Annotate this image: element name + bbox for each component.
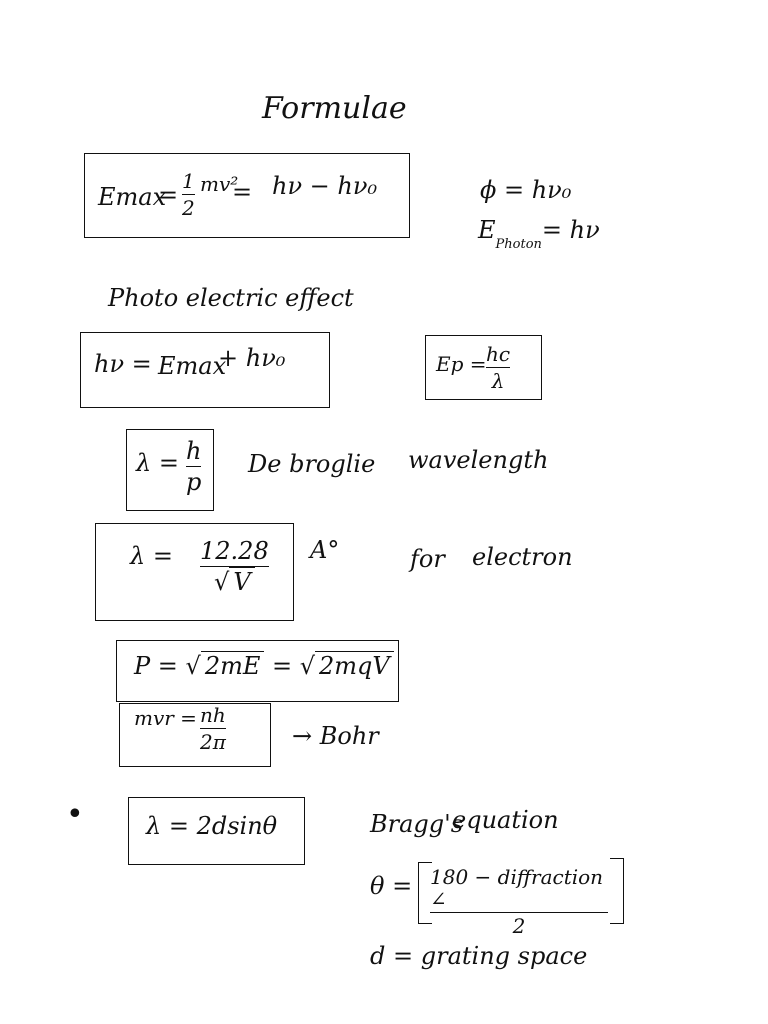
fraction-numerator: 1 [182,169,195,193]
de-broglie-lhs: λ = [136,449,179,477]
bullet-dot: • [66,797,84,832]
photon-energy-lhs: Ep = [436,352,487,376]
photoelectric-threshold: + hν₀ [218,344,286,372]
formula-box-bragg [128,797,305,865]
fraction-denominator: 2 [182,196,195,220]
hc-over-lambda: hc λ [486,342,511,393]
formula-box-photoelectric [80,332,330,408]
fraction-numerator: hc [486,342,511,366]
theta-fraction: 180 − diffraction ∠ 2 [430,866,608,937]
momentum-lhs: P = [134,652,178,680]
sqrt-argument: V [229,567,255,597]
fraction-bar [486,367,511,368]
bohr-label: → Bohr [292,722,379,750]
emax-label: Emax [98,183,167,211]
momentum-formula: P = √2mE = √2mqV [134,651,394,680]
right-bracket [610,858,624,924]
left-bracket [418,862,432,924]
fraction-denominator: √V [214,567,255,597]
photon-energy-rhs: = hν [541,216,600,244]
grating-space-note: d = grating space [370,942,588,970]
braggs-label: Bragg's [370,810,464,838]
equals-sign: = [158,181,179,209]
fraction-bar [430,912,608,913]
page-title: Formulae [262,91,407,126]
equation-label: equation [452,806,559,834]
fraction-numerator: h [186,437,202,465]
photoelectric-equation-lhs: hν = [94,350,152,378]
nh-over-2pi: nh 2π [200,704,226,753]
theta-lhs: θ = [370,872,413,900]
h-over-p: h p [186,437,202,497]
formula-box-de-broglie [126,429,214,511]
formula-box-bohr [119,703,271,767]
fraction-denominator: 2 [512,914,526,938]
fraction-numerator: nh [200,703,226,727]
photoelectric-heading: Photo electric effect [108,284,354,312]
photon-energy-difference: hν − hν₀ [272,172,378,200]
formula-box-emax [84,153,410,238]
equals-sign: = [232,178,253,206]
fraction-denominator: 2π [200,730,226,754]
fraction-denominator: p [186,468,202,497]
half-fraction: 1 2 [182,170,195,219]
photon-energy-formula: EPhoton= hν [478,216,600,251]
bohr-lhs: mvr = [134,706,197,730]
wavelength-fraction: 12.28 √V [200,537,269,597]
formula-box-electron-wavelength [95,523,294,621]
fraction-numerator: 12.28 [200,537,269,565]
fraction-numerator: 180 − diffraction ∠ [430,865,604,911]
photon-energy-symbol: E [478,216,496,244]
fraction-denominator: λ [491,369,505,393]
wavelength-label: wavelength [408,446,549,474]
angstrom-unit: A° [310,536,340,564]
fraction-bar [186,466,202,468]
de-broglie-label: De broglie [248,450,376,478]
electron-wavelength-lhs: λ = [130,542,173,570]
equals-sign: = [272,652,293,680]
formula-box-photon-energy [425,335,542,400]
work-function-formula: ϕ = hν₀ [480,176,572,204]
fraction-bar [182,194,195,195]
fraction-bar [200,728,226,729]
fraction-bar [200,566,269,568]
bragg-formula: λ = 2dsinθ [146,812,278,840]
photon-subscript: Photon [495,237,542,252]
electron-label: electron [472,543,573,571]
kinetic-energy-term: mv² [200,172,239,196]
sqrt-argument: 2mE [200,651,265,680]
formula-box-momentum [116,640,399,702]
photoelectric-emax: Emax [158,352,227,380]
for-label: for [410,545,445,573]
sqrt-argument: 2mqV [315,651,394,680]
